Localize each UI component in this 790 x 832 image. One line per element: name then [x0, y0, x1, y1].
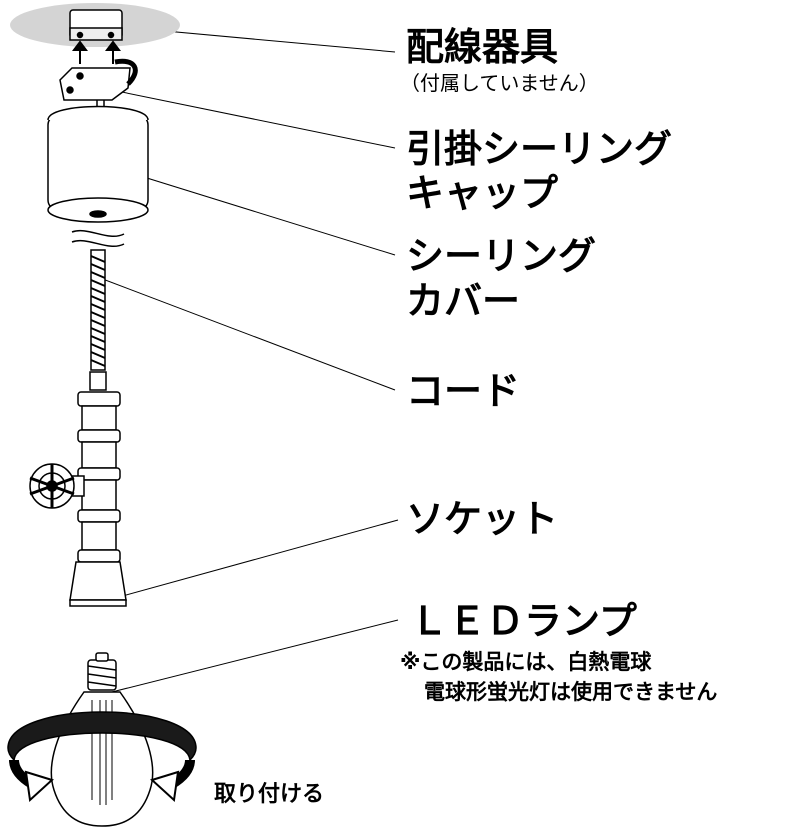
cord-break-mark — [71, 229, 125, 247]
rotation-arrows-icon — [7, 711, 197, 803]
label-ceiling-cap-line2: キャップ — [406, 171, 559, 215]
leader-line-socket — [107, 519, 399, 601]
label-wiring-device: 配線器具 — [406, 25, 559, 69]
label-wiring-device-note: （付属していません） — [400, 71, 599, 95]
ceiling-cover — [47, 105, 149, 223]
leader-line-ceiling-cap — [111, 89, 396, 149]
insert-arrows-icon — [72, 40, 121, 64]
label-attach: 取り付ける — [214, 782, 325, 807]
leader-line-cord — [99, 277, 396, 391]
socket — [69, 371, 127, 607]
label-ceiling-cap-line1: 引掛シーリング — [406, 127, 673, 171]
label-warning-line1: ※この製品には、白熱電球 — [400, 650, 652, 674]
label-socket: ソケット — [406, 497, 559, 541]
wiring-device — [69, 9, 123, 41]
label-ceiling-cover-line2: カバー — [406, 279, 521, 323]
cord — [90, 249, 106, 371]
ceiling-cap — [59, 58, 138, 112]
leader-line-ceiling-cover — [104, 164, 396, 256]
label-ceiling-cover-line1: シーリング — [406, 234, 597, 278]
label-warning-line2: 電球形蛍光灯は使用できません — [424, 680, 718, 704]
valve-handle — [29, 463, 85, 509]
leader-line-led-lamp — [99, 619, 399, 696]
led-lamp — [50, 652, 154, 827]
label-cord: コード — [406, 369, 521, 413]
label-led-lamp: ＬＥＤランプ — [410, 599, 637, 643]
